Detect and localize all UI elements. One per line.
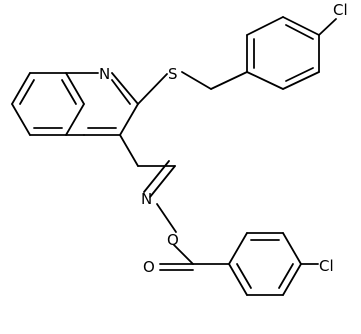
ring-nitrogen-label: N xyxy=(99,65,110,83)
atom-labels: N S Cl N O O Cl xyxy=(99,1,348,276)
bond xyxy=(210,71,248,90)
bond-inner xyxy=(111,79,131,105)
bond xyxy=(137,73,168,105)
chlorine-top-label: Cl xyxy=(333,1,348,19)
bond xyxy=(228,232,248,265)
imine-nitrogen-label: N xyxy=(141,190,152,208)
bond xyxy=(282,263,302,296)
bond xyxy=(65,103,85,136)
bond xyxy=(119,134,139,167)
bond-inner xyxy=(278,263,294,289)
bond xyxy=(143,160,170,193)
bond xyxy=(246,16,284,36)
bond xyxy=(318,18,337,36)
bond xyxy=(228,263,248,296)
bond-inner xyxy=(19,79,35,105)
bond xyxy=(282,16,320,36)
bond xyxy=(65,72,85,105)
bond xyxy=(119,103,139,136)
bond xyxy=(111,72,139,105)
ester-oxygen-label: O xyxy=(167,231,179,249)
bond-inner xyxy=(285,24,314,40)
bond xyxy=(149,165,176,198)
bond xyxy=(282,71,320,90)
sulfur-label: S xyxy=(168,65,178,83)
bond xyxy=(246,71,284,90)
bond xyxy=(282,232,302,265)
bond xyxy=(156,203,177,233)
bond xyxy=(11,72,31,105)
bonds xyxy=(11,16,337,296)
chlorine-bottom-label: Cl xyxy=(319,257,334,275)
bond xyxy=(11,103,31,136)
bond-inner xyxy=(61,79,77,105)
bond-inner xyxy=(285,67,314,82)
bond xyxy=(173,244,194,265)
bond xyxy=(181,71,212,90)
carbonyl-oxygen-label: O xyxy=(143,258,155,276)
bond-inner xyxy=(236,263,252,289)
